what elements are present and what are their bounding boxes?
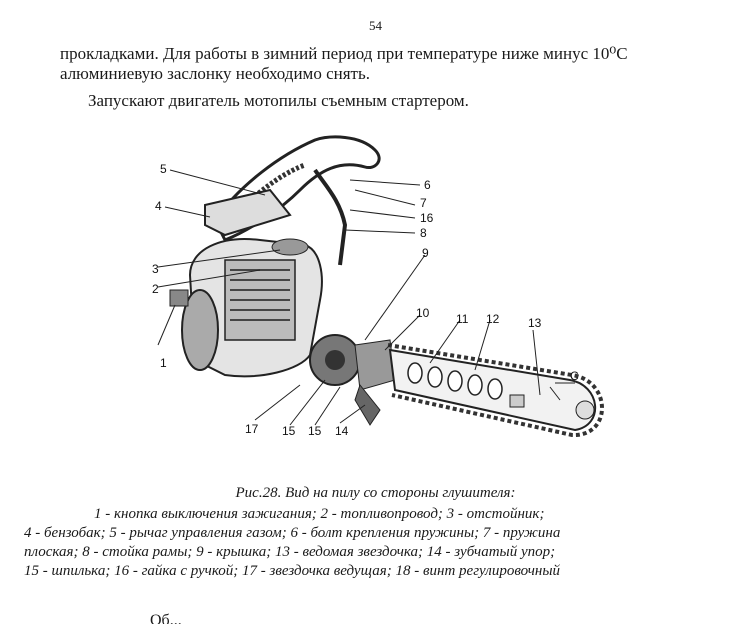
paragraph-2: Запускают двигатель мотопилы съемным ста…: [88, 91, 469, 110]
callout-13: 13: [528, 316, 542, 330]
callout-1: 1: [160, 356, 167, 370]
callout-4: 4: [155, 199, 162, 213]
callout-c: C: [570, 369, 579, 383]
callout-10: 10: [416, 306, 430, 320]
callout-2: 2: [152, 282, 159, 296]
callout-14: 14: [335, 424, 349, 438]
truncated-next-line: Об...: [150, 612, 182, 624]
legend-line: плоская; 8 - стойка рамы; 9 - крышка; 13…: [24, 544, 556, 560]
callout-15b: 15: [308, 424, 322, 438]
callout-3: 3: [152, 262, 159, 276]
callout-16: 16: [420, 211, 434, 225]
callout-8: 8: [420, 226, 427, 240]
chainsaw-illustration: 1 2 3 4 5 6 7 16 8 9 10 11 12 13 17 15 1…: [152, 135, 604, 438]
page-number: 54: [369, 18, 382, 33]
callout-9: 9: [422, 246, 429, 260]
callout-17: 17: [245, 422, 259, 436]
callout-11: 11: [456, 312, 469, 326]
callout-6: 6: [424, 178, 431, 192]
callout-5: 5: [160, 162, 167, 176]
legend-line: 15 - шпилька; 16 - гайка с ручкой; 17 - …: [24, 563, 561, 579]
callout-12: 12: [486, 312, 500, 326]
legend-line: 1 - кнопка выключения зажигания; 2 - топ…: [94, 506, 545, 522]
legend-line: 4 - бензобак; 5 - рычаг управления газом…: [24, 525, 561, 541]
callout-15a: 15: [282, 424, 296, 438]
figure-caption: Рис.28. Вид на пилу со стороны глушителя…: [235, 485, 516, 501]
figure-legend: 1 - кнопка выключения зажигания; 2 - топ…: [24, 505, 729, 581]
callout-7: 7: [420, 196, 427, 210]
paragraph-1: прокладками. Для работы в зимний период …: [60, 44, 628, 83]
